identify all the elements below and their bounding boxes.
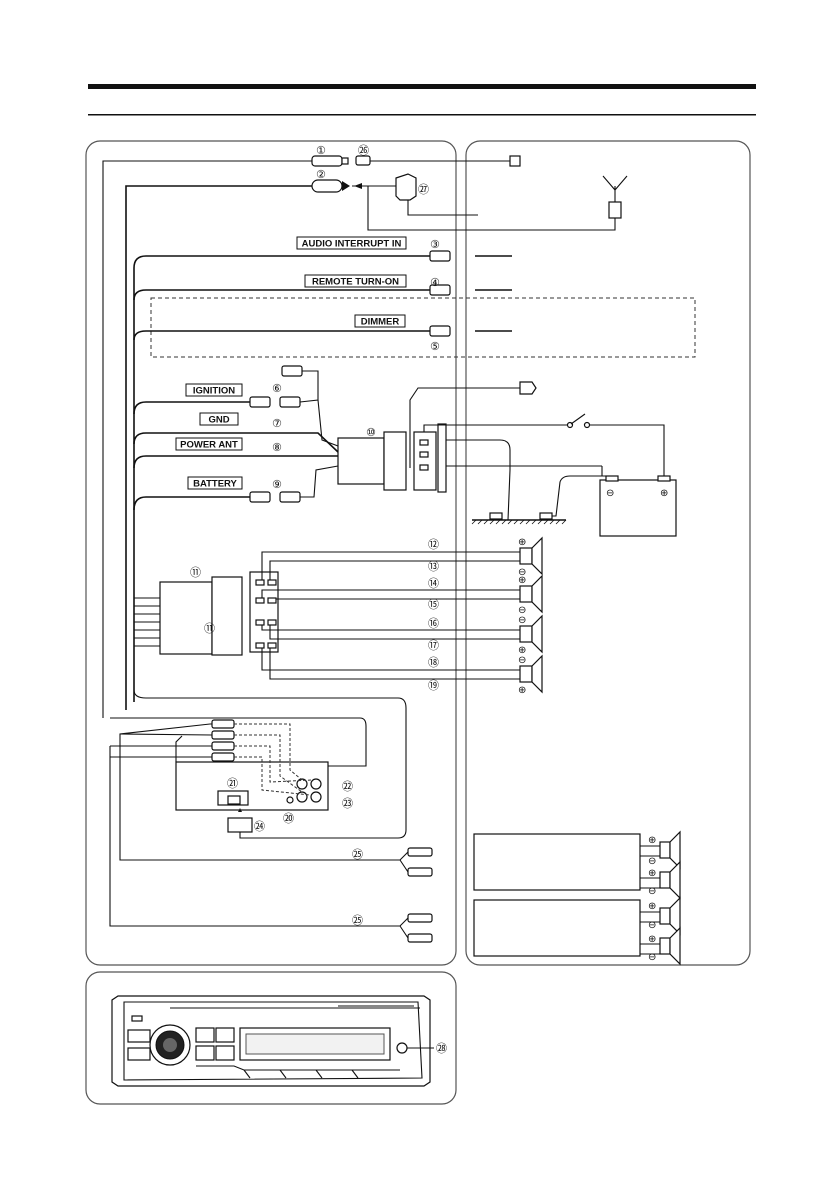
- speaker-front-left: [519, 536, 543, 576]
- battery-wire: [133, 465, 339, 511]
- spk4-plus: ⊕: [518, 685, 526, 696]
- callout-22: ㉒: [342, 780, 353, 793]
- gnd-wire: [133, 432, 339, 453]
- ground-plane: [471, 475, 608, 525]
- callout-26: ㉖: [358, 144, 369, 157]
- callout-5: ⑤: [430, 340, 440, 353]
- rca-extension-rear: [109, 746, 433, 943]
- callout-25-rear: ㉕: [352, 914, 363, 927]
- vehicle-power-wiring: [409, 381, 665, 521]
- callout-9: ⑨: [272, 478, 282, 491]
- dimmer-option-frame: [150, 297, 696, 358]
- spk1-plus: ⊕: [518, 537, 526, 548]
- callout-12: ⑫: [428, 538, 439, 551]
- dimmer-wire: [133, 325, 512, 341]
- callout-15: ⑮: [428, 598, 439, 611]
- audio-interrupt-label-box: [296, 236, 407, 250]
- connector-2: [125, 179, 350, 710]
- callout-16: ⑯: [428, 617, 439, 630]
- connector-27: [354, 173, 478, 216]
- amp1-plus-b: ⊕: [648, 868, 656, 879]
- battery-minus-sign: ⊖: [606, 488, 614, 499]
- callout-10: ⑩: [366, 426, 376, 439]
- callout-14: ⑭: [428, 577, 439, 590]
- callout-11-inner: ⑪: [204, 622, 215, 635]
- power-ant-wire: [133, 455, 338, 469]
- gnd-label: GND: [208, 415, 229, 426]
- callout-20: ⑳: [283, 812, 294, 825]
- amplifier-front: [473, 830, 681, 900]
- header-rule-thick: [88, 84, 756, 89]
- connector-26: [355, 155, 521, 167]
- remote-turn-on-label: REMOTE TURN-ON: [312, 277, 399, 288]
- callout-28: ㉘: [436, 1042, 447, 1055]
- antenna-lead: [352, 175, 628, 231]
- callout-27: ㉗: [418, 183, 429, 196]
- power-ant-label-box: [175, 437, 243, 451]
- speaker-rear-left: [519, 654, 543, 694]
- callout-1: ①: [316, 144, 326, 157]
- speaker-harness: [134, 551, 520, 680]
- rca-extension-front: [119, 760, 433, 877]
- callout-4: ④: [430, 276, 440, 289]
- callout-7: ⑦: [272, 417, 282, 430]
- callout-8: ⑧: [272, 441, 282, 454]
- amp1-minus-a: ⊖: [648, 856, 656, 867]
- amplifier-rear: [473, 896, 681, 966]
- connector-1: [102, 155, 349, 718]
- iso-connector-10: [337, 423, 447, 493]
- remote-turn-on-label-box: [304, 274, 407, 288]
- callout-13: ⑬: [428, 560, 439, 573]
- battery-label: BATTERY: [193, 479, 237, 490]
- gnd-label-box: [199, 412, 239, 426]
- dimmer-label: DIMMER: [361, 317, 400, 328]
- spk3-plus: ⊕: [518, 645, 526, 656]
- callout-17: ⑰: [428, 639, 439, 652]
- remote-turn-on-wire: [133, 284, 512, 301]
- power-ant-label: POWER ANT: [180, 440, 238, 451]
- unit-panel: [85, 140, 457, 966]
- vehicle-panel: [465, 140, 751, 966]
- front-panel-frame: [85, 971, 457, 1105]
- callout-19: ⑲: [428, 679, 439, 692]
- callout-23: ㉓: [342, 797, 353, 810]
- callout-11: ⑪: [190, 566, 201, 579]
- callout-21: ㉑: [227, 777, 238, 790]
- rear-unit-block: [110, 689, 407, 839]
- head-unit-front-panel: [111, 995, 434, 1087]
- spk2-minus: ⊖: [518, 605, 526, 616]
- ignition-label: IGNITION: [193, 386, 235, 397]
- ignition-wire: [133, 365, 339, 447]
- callout-6: ⑥: [272, 382, 282, 395]
- audio-interrupt-wire: [133, 250, 512, 702]
- header-rule-thin: [88, 114, 756, 116]
- callout-2: ②: [316, 168, 326, 181]
- spk1-minus: ⊖: [518, 567, 526, 578]
- battery-plus-sign: ⊕: [660, 488, 668, 499]
- dimmer-label-box: [354, 314, 406, 328]
- speaker-rear-right: [519, 614, 543, 654]
- callout-3: ③: [430, 238, 440, 251]
- amp2-minus-a: ⊖: [648, 920, 656, 931]
- callout-18: ⑱: [428, 656, 439, 669]
- speaker-front-right: [519, 574, 543, 614]
- spk4-minus: ⊖: [518, 655, 526, 666]
- amp2-plus-b: ⊕: [648, 934, 656, 945]
- battery-label-box: [187, 476, 243, 490]
- amp1-plus-a: ⊕: [648, 835, 656, 846]
- callout-24: ㉔: [254, 820, 265, 833]
- callout-25-front: ㉕: [352, 848, 363, 861]
- rca-plugs-rear: [110, 719, 313, 796]
- ignition-label-box: [185, 383, 243, 397]
- amp2-plus-a: ⊕: [648, 901, 656, 912]
- audio-interrupt-label: AUDIO INTERRUPT IN: [302, 239, 402, 250]
- amp1-minus-b: ⊖: [648, 886, 656, 897]
- spk2-plus: ⊕: [518, 575, 526, 586]
- car-battery: [599, 475, 677, 537]
- amp2-minus-b: ⊖: [648, 952, 656, 963]
- spk3-minus: ⊖: [518, 615, 526, 626]
